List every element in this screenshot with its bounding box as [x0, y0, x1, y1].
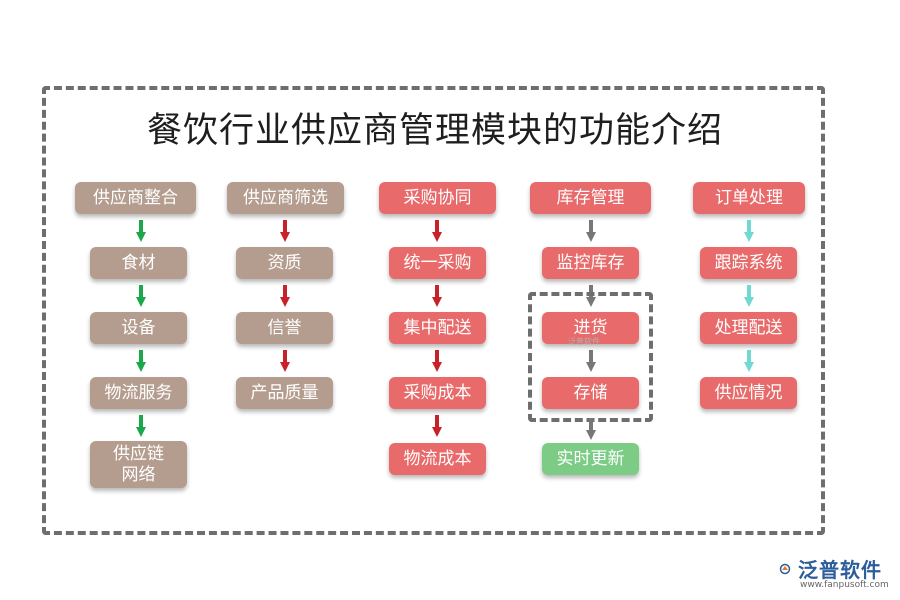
box-procurement-cost: 采购成本: [389, 377, 486, 409]
watermark-text: 泛普软件: [568, 337, 600, 346]
box-qualification: 资质: [236, 247, 333, 279]
arrow-down-icon: [744, 350, 754, 372]
arrow-down-icon: [586, 220, 596, 242]
outer-dashed-frame: [42, 86, 825, 535]
arrow-down-icon: [432, 415, 442, 437]
box-logistics-cost: 物流成本: [389, 443, 486, 475]
arrow-down-icon: [136, 415, 146, 437]
arrow-down-icon: [432, 350, 442, 372]
arrow-down-icon: [744, 285, 754, 307]
arrow-down-icon: [586, 418, 596, 440]
box-inventory-management: 库存管理: [530, 182, 651, 214]
diagram-title: 餐饮行业供应商管理模块的功能介绍: [146, 111, 723, 151]
box-storage: 存储: [542, 377, 639, 409]
box-procurement-collaboration: 采购协同: [379, 182, 496, 214]
box-supplier-screening: 供应商筛选: [227, 182, 344, 214]
arrow-down-icon: [280, 350, 290, 372]
box-supply-status: 供应情况: [700, 377, 797, 409]
box-purchasing-stock: 进货: [542, 312, 639, 344]
arrow-down-icon: [586, 350, 596, 372]
box-realtime-update: 实时更新: [542, 443, 639, 475]
arrow-down-icon: [136, 350, 146, 372]
box-monitor-inventory: 监控库存: [542, 247, 639, 279]
box-supply-chain-network: 供应链网络: [90, 441, 187, 488]
box-logistics-service: 物流服务: [90, 377, 187, 409]
arrow-down-icon: [136, 285, 146, 307]
box-order-processing: 订单处理: [693, 182, 805, 214]
box-product-quality: 产品质量: [236, 377, 333, 409]
fanpusoft-logo-icon: [779, 563, 791, 575]
box-equipment: 设备: [90, 312, 187, 344]
box-handle-delivery: 处理配送: [700, 312, 797, 344]
arrow-down-icon: [280, 285, 290, 307]
box-tracking-system: 跟踪系统: [700, 247, 797, 279]
arrow-down-icon: [136, 220, 146, 242]
logo-url: www.fanpusoft.com: [800, 580, 889, 590]
box-centralized-delivery: 集中配送: [389, 312, 486, 344]
logo-name: 泛普软件: [798, 558, 882, 582]
box-supplier-integration: 供应商整合: [75, 182, 196, 214]
box-unified-procurement: 统一采购: [389, 247, 486, 279]
arrow-down-icon: [432, 220, 442, 242]
box-ingredients: 食材: [90, 247, 187, 279]
arrow-down-icon: [280, 220, 290, 242]
arrow-down-icon: [432, 285, 442, 307]
box-reputation: 信誉: [236, 312, 333, 344]
arrow-down-icon: [586, 285, 596, 307]
arrow-down-icon: [744, 220, 754, 242]
